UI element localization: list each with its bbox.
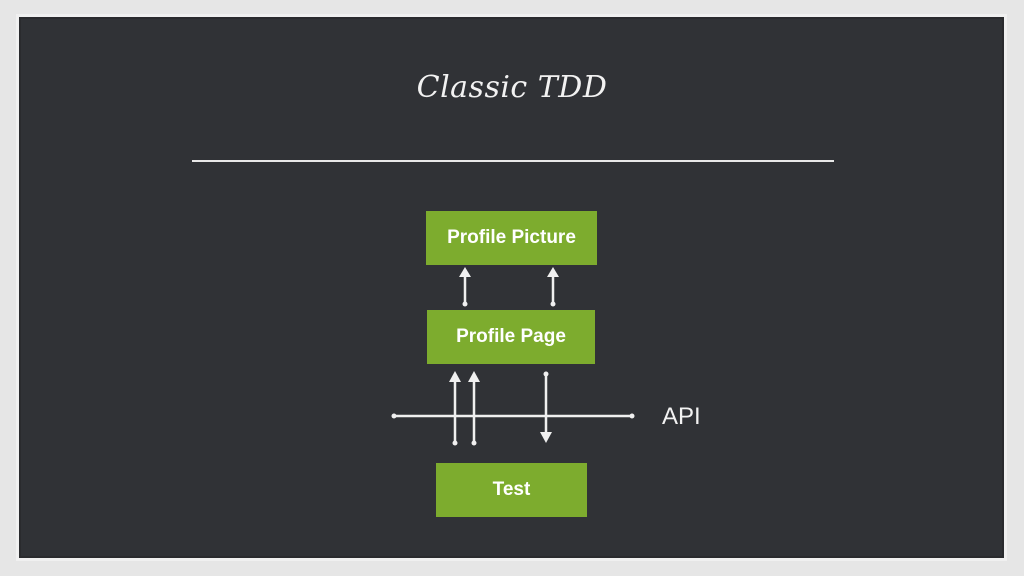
arrow-page-to-picture-left: [459, 267, 471, 307]
profile-picture-label: Profile Picture: [447, 227, 576, 248]
test-box: Test: [436, 463, 587, 517]
profile-picture-box: Profile Picture: [426, 211, 597, 265]
arrow-page-to-test: [540, 371, 552, 443]
api-boundary-line: [391, 413, 635, 419]
profile-page-label: Profile Page: [456, 326, 566, 347]
test-label: Test: [492, 479, 531, 500]
title-divider: [192, 160, 834, 162]
arrow-page-to-picture-right: [547, 267, 559, 307]
arrow-test-to-page-1: [449, 371, 461, 446]
arrow-test-to-page-2: [468, 371, 480, 446]
api-label: API: [662, 403, 701, 430]
profile-page-box: Profile Page: [427, 310, 595, 364]
slide-title: Classic TDD: [416, 70, 608, 105]
